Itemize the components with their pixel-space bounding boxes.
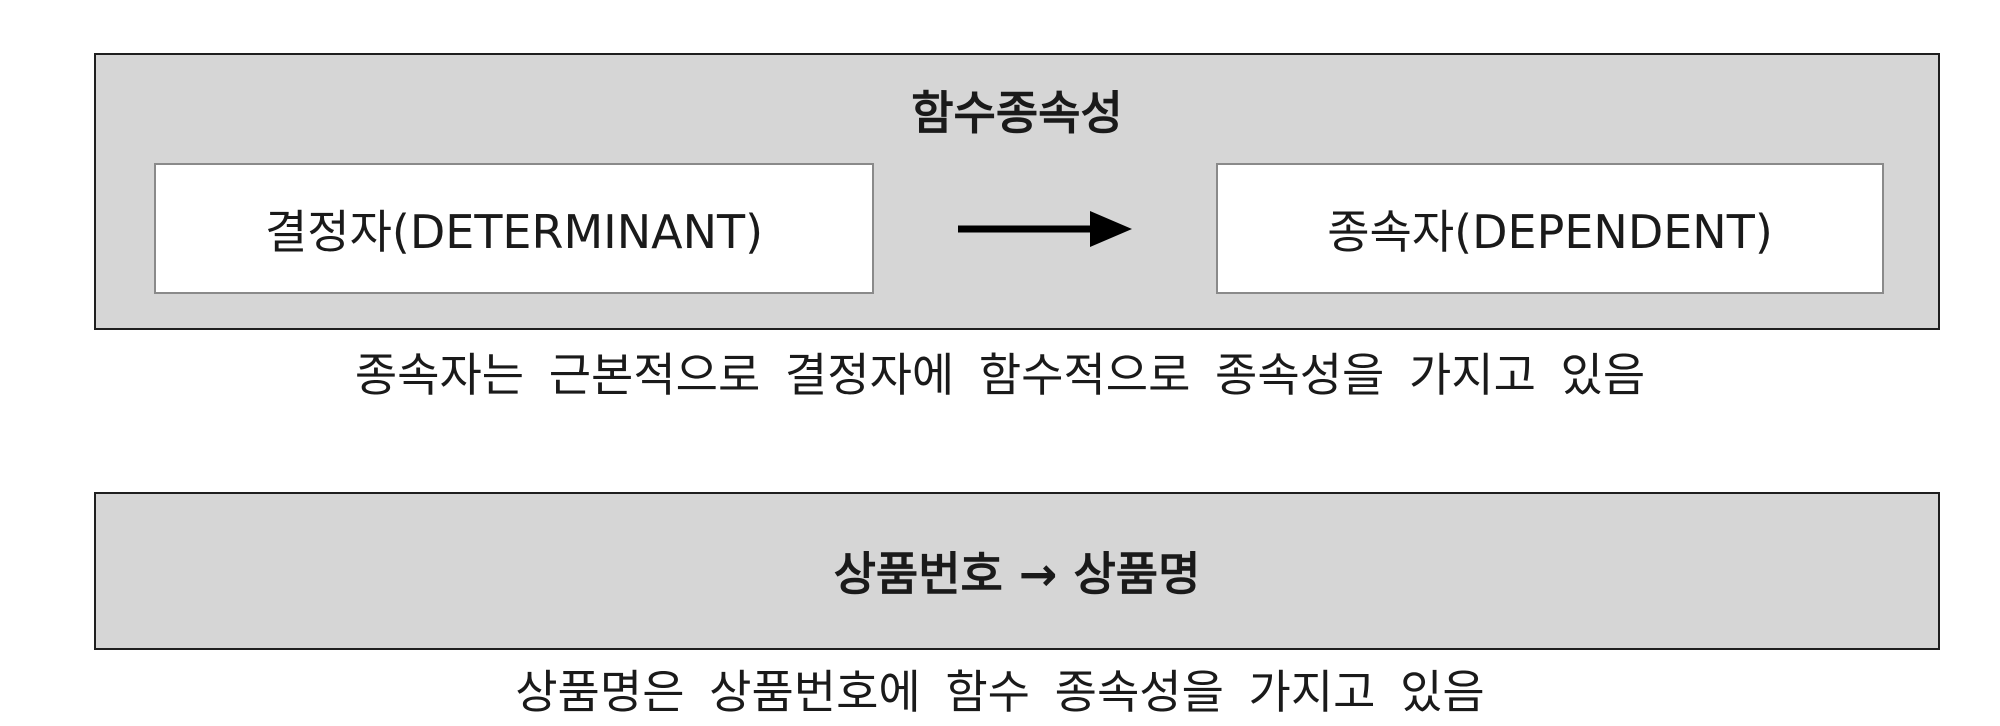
panel-title: 함수종속성 [911, 86, 1123, 140]
example-panel: 상품번호 → 상품명 [94, 492, 1940, 650]
bottom-caption: 상품명은 상품번호에 함수 종속성을 가지고 있음 [515, 665, 1485, 719]
example-dependency-text: 상품번호 → 상품명 [833, 547, 1201, 601]
top-caption: 종속자는 근본적으로 결정자에 함수적으로 종속성을 가지고 있음 [354, 348, 1646, 402]
dependent-box: 종속자(DEPENDENT) [1216, 163, 1884, 294]
determinant-box: 결정자(DETERMINANT) [154, 163, 874, 294]
right-arrow-icon [958, 211, 1132, 247]
determinant-label: 결정자(DETERMINANT) [264, 204, 764, 259]
functional-dependency-panel: 함수종속성 결정자(DETERMINANT) 종속자(DEPENDENT) [94, 53, 1940, 330]
dependent-label: 종속자(DEPENDENT) [1327, 204, 1773, 259]
